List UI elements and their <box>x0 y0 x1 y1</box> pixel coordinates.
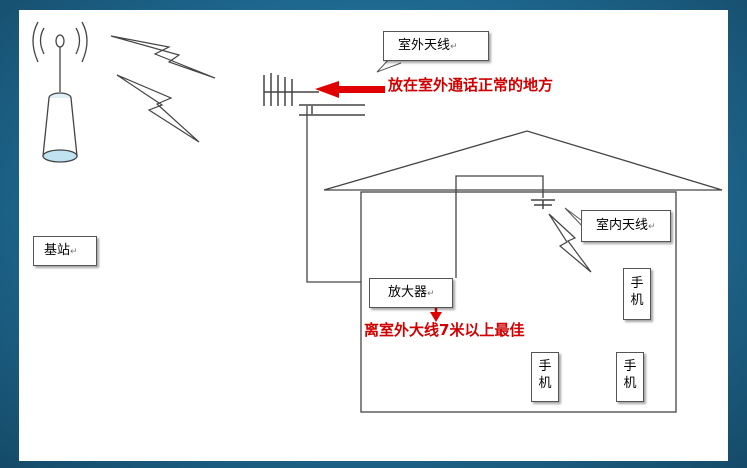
base-station-text: 基站 <box>44 243 71 258</box>
phone-char-1: 手 <box>623 359 637 374</box>
phone-char-2: 机 <box>630 293 644 308</box>
base-station-icon <box>32 21 88 163</box>
phone-char-2: 机 <box>538 376 552 391</box>
base-station-label: 基站↵ <box>33 236 97 266</box>
phone-box-1: 手 机 <box>623 268 651 320</box>
paragraph-mark: ↵ <box>70 247 78 257</box>
indoor-signal-bolt-icon <box>548 213 592 273</box>
amplifier-label: 放大器↵ <box>369 278 453 308</box>
house-roof <box>323 130 723 191</box>
amplifier-text: 放大器 <box>388 285 428 300</box>
signal-bolt-icon-2 <box>116 74 200 143</box>
signal-bolt-icon-1 <box>110 35 216 79</box>
phone-box-3: 手 机 <box>616 352 644 402</box>
phone-box-2: 手 机 <box>531 352 559 402</box>
paragraph-mark: ↵ <box>450 42 458 52</box>
indoor-antenna-text: 室内天线 <box>596 218 649 233</box>
phone-char-1: 手 <box>630 276 644 291</box>
red-arrow-antenna <box>315 81 385 98</box>
outdoor-placement-note: 放在室外通话正常的地方 <box>388 76 554 94</box>
paragraph-mark: ↵ <box>648 222 656 232</box>
indoor-antenna-label: 室内天线↵ <box>581 210 671 242</box>
distance-note: 离室外大线7米以上最佳 <box>364 321 525 339</box>
outdoor-antenna-text: 室外天线 <box>398 38 451 53</box>
feeder-cable <box>306 106 369 283</box>
indoor-callout-tail <box>564 207 586 230</box>
paragraph-mark: ↵ <box>427 289 435 299</box>
indoor-antenna-icon <box>531 199 555 209</box>
outdoor-antenna-icon <box>263 73 365 116</box>
outdoor-antenna-label: 室外天线↵ <box>383 31 489 61</box>
phone-char-1: 手 <box>538 359 552 374</box>
diagram-canvas: 基站↵ 室外天线↵ 室内天线↵ 放大器↵ 手 机 手 机 手 机 放在室外通话正… <box>19 10 728 461</box>
phone-char-2: 机 <box>623 376 637 391</box>
indoor-cable <box>455 175 544 278</box>
